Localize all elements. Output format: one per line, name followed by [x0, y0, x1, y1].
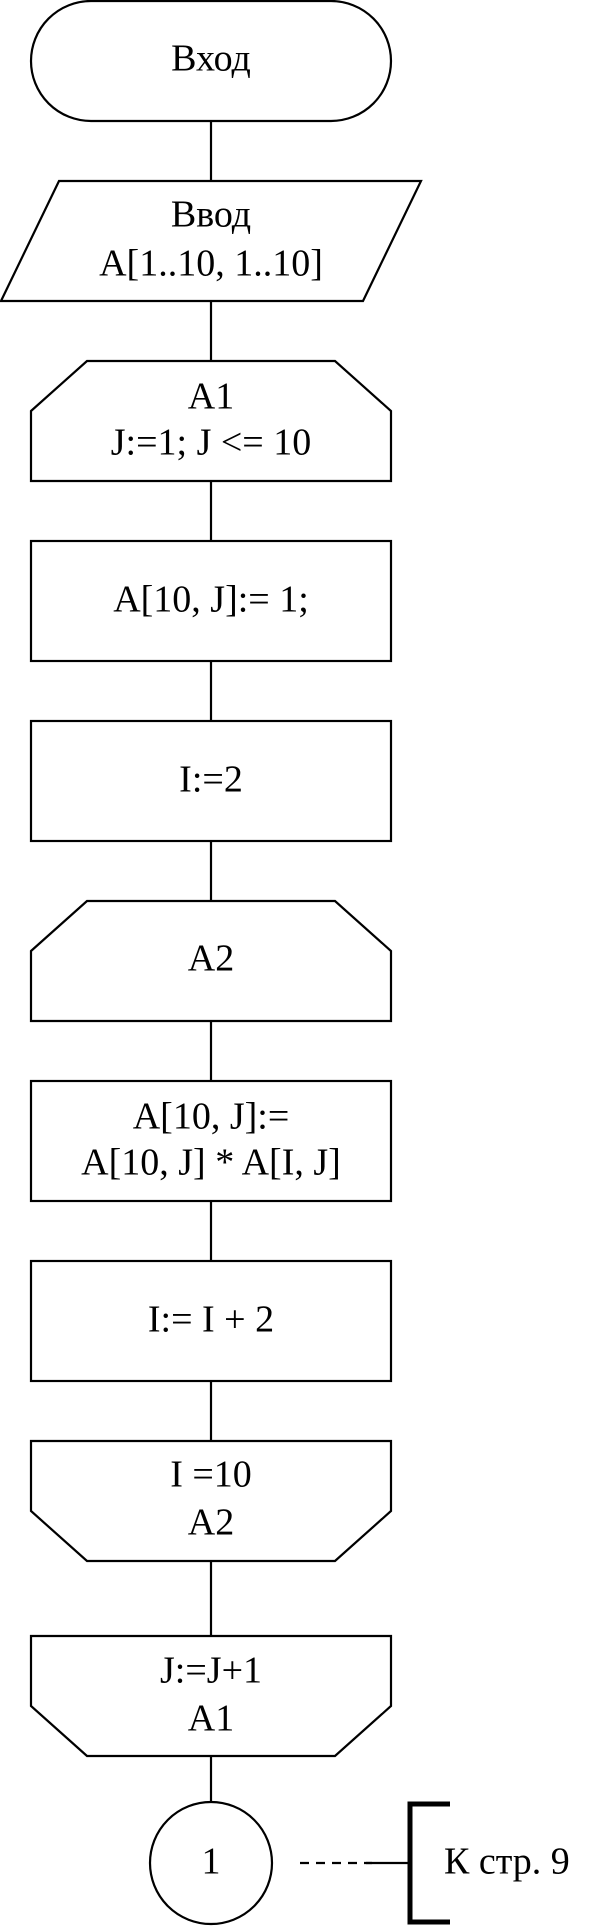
process-shape — [29, 1079, 393, 1203]
assign-a10j-block: A[10, J]:= 1; — [29, 539, 393, 663]
assign-i-label: I:=2 — [179, 759, 243, 801]
loop-a1-end-label-line1: J:=J+1 — [160, 1650, 262, 1692]
process-shape — [29, 539, 393, 663]
entry-label: Вход — [171, 38, 251, 80]
multiply-label-line1: A[10, J]:= — [133, 1096, 290, 1138]
increment-i-label: I:= I + 2 — [148, 1299, 274, 1341]
input-label-line1: Ввод — [171, 194, 251, 236]
loop-a2-start-label: A2 — [188, 938, 234, 980]
loop-a1-end-label-line2: A1 — [188, 1698, 234, 1740]
loop-a1-start-label-line2: J:=1; J <= 10 — [111, 422, 311, 464]
multiply-label-line2: A[10, J] * A[I, J] — [81, 1142, 341, 1184]
process-shape — [29, 1259, 393, 1383]
input-block: Ввод A[1..10, 1..10] — [0, 179, 423, 303]
loop-a2-end-label-line2: A2 — [188, 1502, 234, 1544]
assign-i-block: I:=2 — [29, 719, 393, 843]
loop-a1-start-block: A1 J:=1; J <= 10 — [29, 359, 393, 483]
page-reference-annotation: К стр. 9 — [300, 1801, 570, 1925]
loop-start-shape — [29, 359, 393, 483]
page-note-label: К стр. 9 — [444, 1841, 570, 1883]
terminator-shape — [29, 0, 393, 123]
loop-end-shape — [29, 1439, 393, 1563]
assign-a10j-label: A[10, J]:= 1; — [113, 579, 309, 621]
entry-terminator: Вход — [29, 0, 393, 123]
increment-i-block: I:= I + 2 — [29, 1259, 393, 1383]
loop-a2-end-block: I =10 A2 — [29, 1439, 393, 1563]
annotation-bracket — [407, 1801, 450, 1925]
loop-a2-end-label-line1: I =10 — [170, 1454, 252, 1496]
multiply-block: A[10, J]:= A[10, J] * A[I, J] — [29, 1079, 393, 1203]
parallelogram-shape — [0, 179, 423, 303]
loop-start-shape — [29, 899, 393, 1023]
loop-a1-start-label-line1: A1 — [188, 376, 234, 418]
page-connector: 1 — [148, 1800, 274, 1926]
loop-a1-end-block: J:=J+1 A1 — [29, 1634, 393, 1758]
process-shape — [29, 719, 393, 843]
connector-label: 1 — [202, 1841, 221, 1883]
input-label-line2: A[1..10, 1..10] — [99, 243, 323, 285]
loop-end-shape — [29, 1634, 393, 1758]
connector-circle — [148, 1800, 274, 1926]
loop-a2-start-block: A2 — [29, 899, 393, 1023]
